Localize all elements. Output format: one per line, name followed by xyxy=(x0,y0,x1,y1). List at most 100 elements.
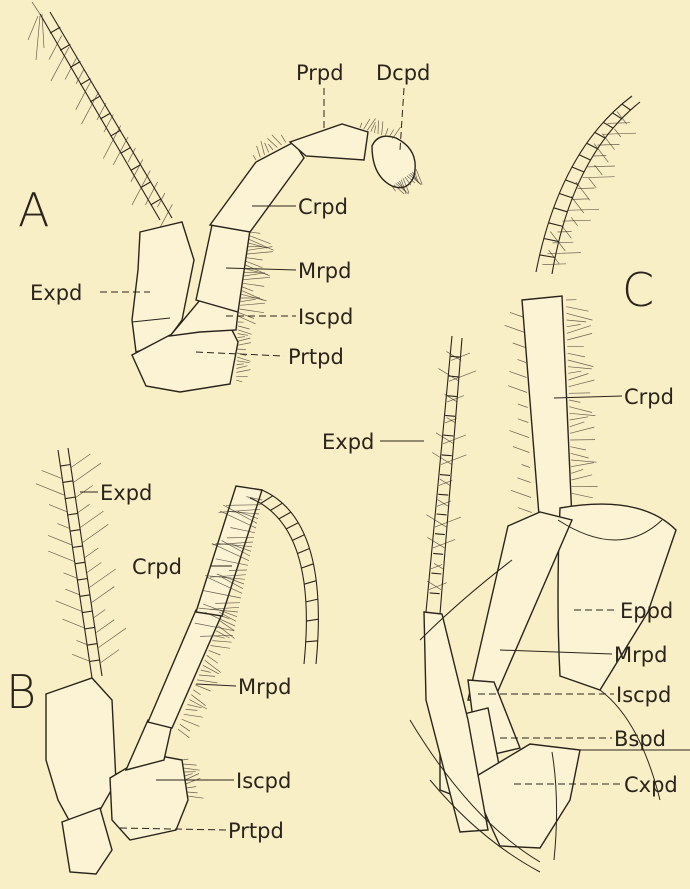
seta-hair xyxy=(250,232,260,233)
seta-hair xyxy=(101,650,119,663)
figure-b xyxy=(36,448,319,874)
segment-ring xyxy=(75,562,86,564)
segment-ring xyxy=(79,595,90,597)
seta-hair xyxy=(427,537,444,548)
seta-hair xyxy=(511,490,531,497)
seta-hair xyxy=(197,680,217,683)
seta-hair xyxy=(553,242,574,243)
figure-c-carpopodite xyxy=(522,296,572,528)
seta-hair xyxy=(432,453,452,465)
seta-hair xyxy=(517,359,526,362)
figure-c-label-mrpd: Mrpd xyxy=(614,643,667,667)
seta-hair xyxy=(267,138,277,147)
seta-hair xyxy=(382,121,383,135)
segment-ring xyxy=(430,593,440,594)
seta-hair xyxy=(374,125,375,132)
seta-hair xyxy=(212,641,231,643)
segment-ring xyxy=(301,564,313,568)
seta-hair xyxy=(427,581,441,590)
figure-a-label-prpd: Prpd xyxy=(296,61,344,85)
seta-hair xyxy=(247,252,273,254)
seta-hair xyxy=(56,601,83,612)
seta-hair xyxy=(566,313,592,320)
seta-hair xyxy=(237,364,244,365)
segment-ring xyxy=(82,611,93,613)
seta-hair xyxy=(281,135,286,143)
seta-hair xyxy=(573,199,589,200)
segment-ring xyxy=(286,523,298,529)
seta-hair xyxy=(244,273,265,276)
seta-hair xyxy=(76,81,91,110)
figure-c-label-iscpd: Iscpd xyxy=(616,683,671,707)
seta-hair xyxy=(131,159,143,181)
segment-ring xyxy=(72,546,83,548)
seta-hair xyxy=(193,690,200,695)
seta-hair xyxy=(548,253,581,254)
seta-hair xyxy=(571,460,597,462)
figure-b-meropodite xyxy=(148,610,222,728)
seta-hair xyxy=(104,114,113,132)
seta-hair xyxy=(76,485,93,497)
seta-hair xyxy=(186,787,196,788)
seta-hair xyxy=(58,524,70,529)
seta-hair xyxy=(571,463,594,467)
seta-hair xyxy=(518,419,529,423)
seta-hair xyxy=(250,236,271,244)
seta-hair xyxy=(182,759,188,760)
seta-hair xyxy=(240,303,265,305)
seta-hair xyxy=(588,166,616,167)
seta-hair xyxy=(434,563,443,568)
seta-hair xyxy=(183,764,197,765)
seta-hair xyxy=(513,343,526,348)
seta-hair xyxy=(571,475,592,480)
segment-ring xyxy=(449,376,459,377)
seta-hair xyxy=(243,283,264,286)
seta-hair xyxy=(185,774,199,781)
segment-ring xyxy=(87,644,98,646)
seta-hair xyxy=(237,338,250,341)
seta-hair xyxy=(236,380,242,382)
figure-a-letter: A xyxy=(18,183,49,237)
figure-c-label-cxpd: Cxpd xyxy=(624,773,678,797)
seta-hair xyxy=(237,366,248,369)
seta-hair xyxy=(180,724,190,731)
figure-c-label-expd: Expd xyxy=(322,430,374,454)
figure-b-distal-flagellum xyxy=(250,490,318,664)
segment-ring xyxy=(559,194,572,198)
figure-b-label-prtpd: Prtpd xyxy=(228,819,284,843)
seta-hair xyxy=(603,133,637,134)
segment-ring xyxy=(298,549,310,554)
segment-ring xyxy=(306,641,318,642)
seta-hair xyxy=(62,619,85,628)
segment-ring xyxy=(100,113,110,119)
seta-hair xyxy=(72,654,91,661)
seta-hair xyxy=(201,670,211,672)
segment-ring xyxy=(279,512,291,519)
segment-ring xyxy=(435,534,445,535)
seta-hair xyxy=(83,524,109,542)
segment-ring xyxy=(70,530,81,532)
seta-hair xyxy=(567,320,587,322)
segment-ring xyxy=(431,573,441,574)
seta-hair xyxy=(66,589,81,595)
seta-hair xyxy=(360,123,362,128)
seta-hair xyxy=(199,675,215,676)
segment-ring xyxy=(84,627,95,629)
seta-hair xyxy=(583,177,615,178)
seta-hair xyxy=(85,548,98,558)
seta-hair xyxy=(563,220,591,221)
segment-ring xyxy=(292,535,304,541)
seta-hair xyxy=(178,729,190,738)
seta-hair xyxy=(246,261,263,267)
figure-c-label-crpd: Crpd xyxy=(624,385,674,409)
seta-hair xyxy=(89,569,115,588)
segment-ring xyxy=(304,581,316,585)
figure-c xyxy=(410,96,690,872)
seta-hair xyxy=(569,400,580,402)
seta-hair xyxy=(567,324,581,326)
figure-b-label-crpd: Crpd xyxy=(132,555,182,579)
seta-hair xyxy=(261,141,265,155)
segment-ring xyxy=(438,494,448,495)
seta-hair xyxy=(571,469,583,473)
seta-hair xyxy=(237,343,251,346)
